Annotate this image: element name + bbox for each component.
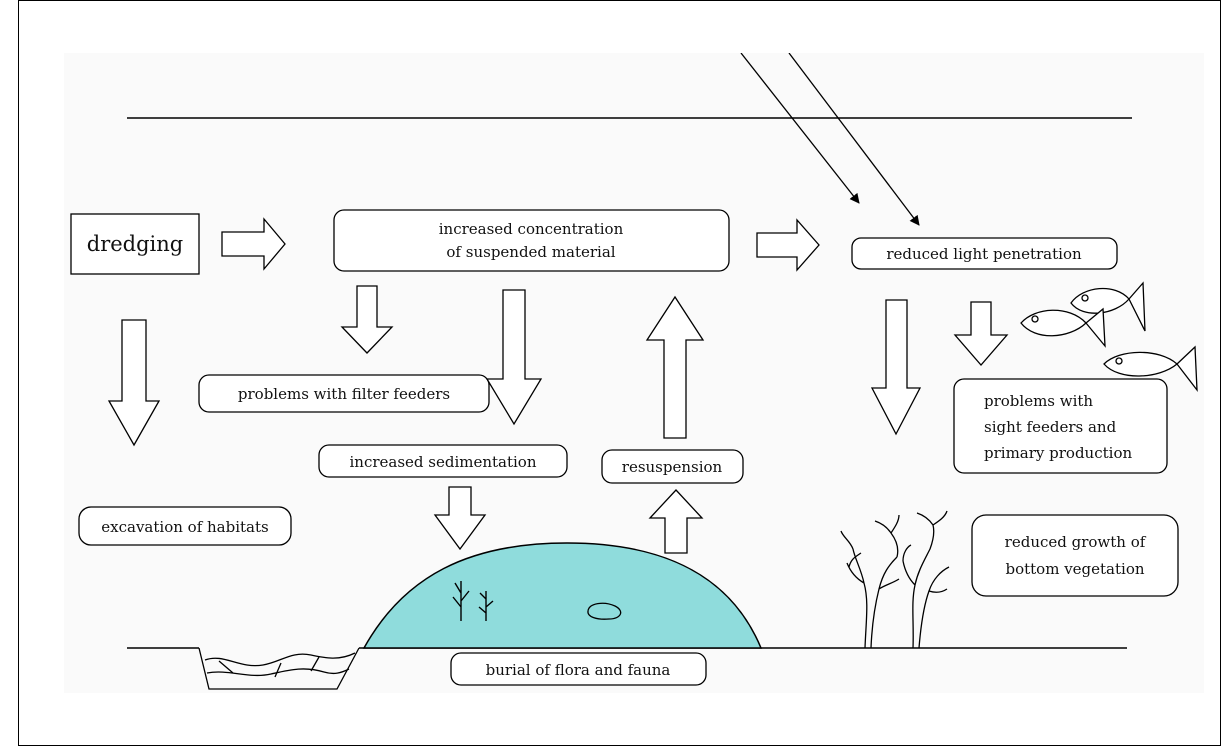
burial-box: burial of flora and fauna: [450, 652, 707, 686]
sight-feeders-label-line2: sight feeders and: [984, 418, 1117, 436]
stone-icon: [587, 602, 622, 620]
concentration-label-line2: of suspended material: [446, 243, 615, 261]
dredging-label: dredging: [87, 232, 183, 256]
arrow-dredging-to-excavation: [107, 319, 161, 447]
excavation-box: excavation of habitats: [78, 506, 292, 546]
excavation-label: excavation of habitats: [101, 518, 268, 536]
resuspension-box: resuspension: [601, 449, 744, 484]
arrow-light-to-sight-feeders: [953, 301, 1009, 366]
excavation-pit: [198, 647, 360, 690]
fish-icon: [1103, 345, 1198, 393]
sight-feeders-label-line1: problems with: [984, 392, 1093, 410]
sight-feeders-box: problems with sight feeders and primary …: [953, 378, 1168, 474]
arrow-to-sedimentation: [485, 289, 543, 426]
filter-feeders-box: problems with filter feeders: [198, 374, 490, 413]
resuspension-label: resuspension: [622, 458, 723, 476]
sight-feeders-label-line3: primary production: [984, 444, 1132, 462]
concentration-label-line1: increased concentration: [439, 220, 624, 238]
sedimentation-box: increased sedimentation: [318, 444, 568, 478]
reduced-light-label: reduced light penetration: [886, 245, 1082, 263]
arrow-to-filter-feeders: [340, 285, 394, 354]
filter-feeders-label: problems with filter feeders: [238, 385, 450, 403]
fish-icon: [1020, 307, 1106, 348]
figure-frame: dredging increased concentration of susp…: [18, 0, 1221, 746]
dead-tree-icon: [840, 510, 950, 649]
arrow-resuspension-to-concentration: [645, 295, 705, 439]
dredging-box: dredging: [70, 213, 200, 275]
sunlight-ray-icon: [740, 52, 920, 226]
arrow-mound-to-resuspension: [648, 489, 704, 554]
seaweed-icon: [452, 581, 494, 621]
arrow-light-to-vegetation: [870, 299, 922, 436]
sedimentation-label: increased sedimentation: [349, 453, 536, 471]
diagram-canvas: dredging increased concentration of susp…: [70, 52, 1198, 690]
sediment-mound: [362, 542, 763, 649]
arrow-concentration-to-light: [756, 218, 820, 272]
reduced-light-box: reduced light penetration: [851, 237, 1118, 270]
fish-icon: [1070, 281, 1146, 332]
arrow-dredging-to-concentration: [221, 217, 286, 271]
vegetation-label-line2: bottom vegetation: [1005, 560, 1144, 578]
dredging-impact-diagram: dredging increased concentration of susp…: [64, 52, 1204, 693]
vegetation-box: reduced growth of bottom vegetation: [971, 514, 1179, 597]
arrow-sedimentation-to-mound: [433, 486, 487, 551]
suspended-material-box: increased concentration of suspended mat…: [333, 209, 730, 272]
burial-label: burial of flora and fauna: [486, 661, 671, 679]
vegetation-label-line1: reduced growth of: [1005, 533, 1147, 551]
